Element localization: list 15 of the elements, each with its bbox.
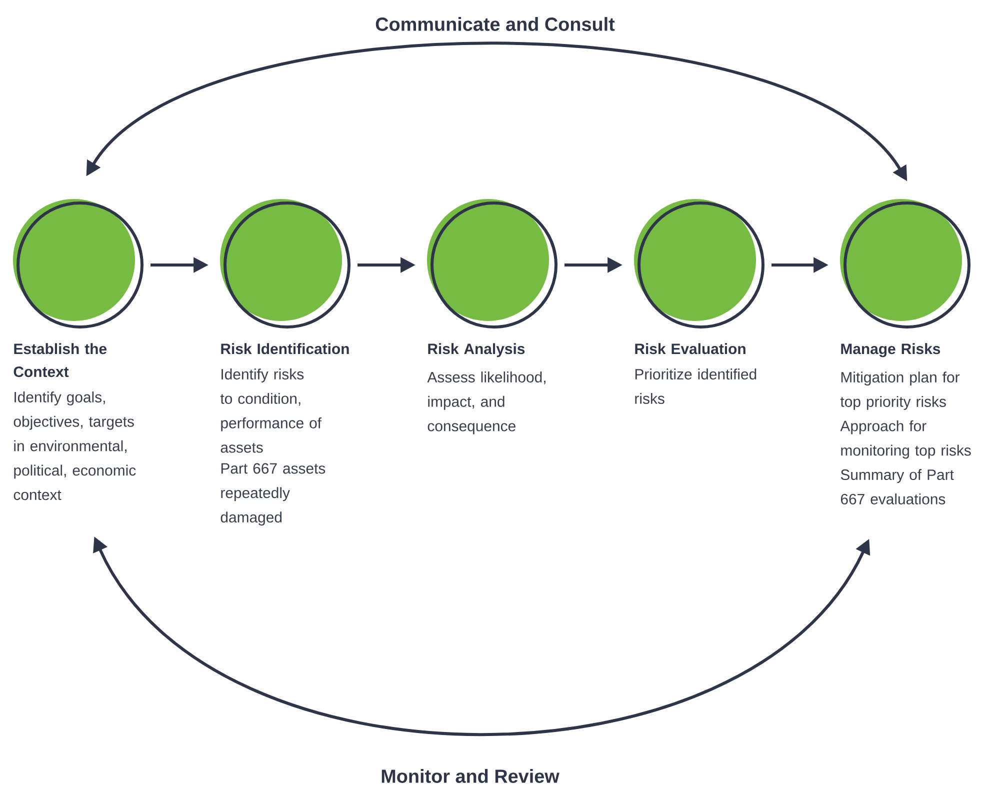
step-heading: Risk Identification bbox=[221, 343, 349, 354]
step-description: Identify goals, objectives, targets in environmental, political, economic context bbox=[14, 391, 136, 500]
step-description: Identify risks to condition, performance of assets bbox=[220, 368, 322, 453]
step-heading: Risk Evaluation bbox=[635, 343, 746, 354]
step-description: Summary of Part 667 evaluations bbox=[840, 469, 954, 504]
step-description: Prioritize identified risks bbox=[635, 368, 756, 404]
step-description: Approach for monitoring top risks bbox=[840, 420, 971, 459]
step-heading: Manage Risks bbox=[841, 343, 940, 358]
step-description: Part 667 assets repeatedly damaged bbox=[220, 463, 326, 526]
edge-label: Communicate and Consult bbox=[374, 16, 616, 32]
step-heading: Establish the Context bbox=[14, 343, 107, 378]
step-description: Mitigation plan for top priority risks bbox=[840, 372, 960, 410]
step-heading: Risk Analysis bbox=[428, 343, 525, 358]
edge-label: Monitor and Review bbox=[380, 768, 560, 784]
step-description: Assess likelihood, impact, and consequence bbox=[427, 372, 546, 434]
